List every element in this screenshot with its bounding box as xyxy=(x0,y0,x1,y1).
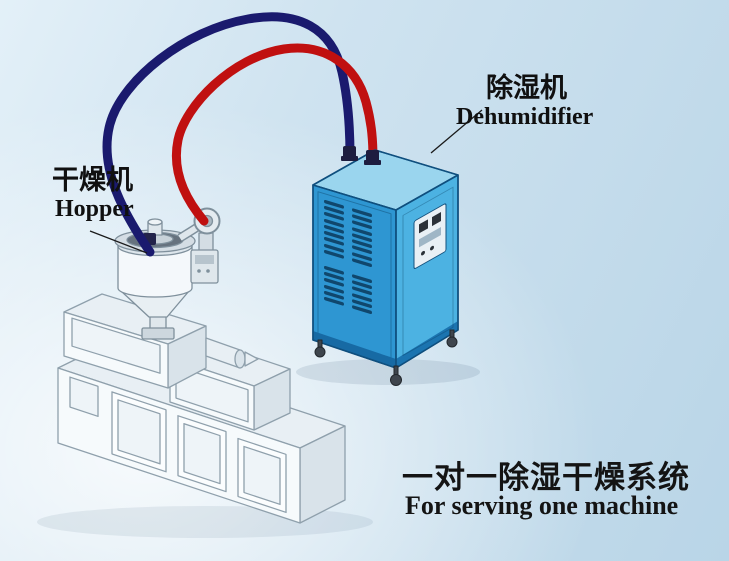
dehumidifier-leader-line xyxy=(430,109,483,154)
panel-knob xyxy=(430,245,434,251)
panel-button xyxy=(419,219,428,234)
machine-barrel-nozzle xyxy=(205,337,259,369)
dehumidifier-unit xyxy=(312,146,459,386)
hopper-flange xyxy=(141,327,175,340)
control-box-knob xyxy=(197,269,201,273)
caster-wheels xyxy=(314,329,458,386)
side-panel-group xyxy=(402,186,454,357)
hopper-control-box xyxy=(190,249,219,284)
dehumidifier-label-zh: 除湿机 xyxy=(486,73,567,103)
dehumidifier-shadow xyxy=(296,359,480,385)
hopper-leader-line xyxy=(89,230,148,254)
hopper-cap-top xyxy=(147,218,163,226)
caption-title-zh: 一对一除湿干燥系统 xyxy=(402,460,690,495)
panel-knob xyxy=(421,250,425,256)
side-kick-plate xyxy=(396,321,458,368)
pipe-connectors xyxy=(341,146,381,165)
hopper-label-zh: 干燥机 xyxy=(52,165,133,195)
panel-display xyxy=(419,227,441,248)
blower-duct xyxy=(198,232,214,252)
panel-button xyxy=(432,212,441,227)
hopper-body xyxy=(117,245,193,298)
hopper-dryer xyxy=(114,207,221,340)
pipe-return-navy xyxy=(102,12,355,257)
caption-title-en: For serving one machine xyxy=(405,491,679,520)
front-kick-plate xyxy=(313,331,396,368)
side-door-frame xyxy=(402,186,454,357)
control-box-knob xyxy=(206,269,210,273)
dehumidifier-label-en: Dehumidifier xyxy=(456,104,594,130)
pipe-supply-red xyxy=(171,43,378,226)
base-door-panels xyxy=(69,376,287,514)
extruder-machine xyxy=(57,293,346,524)
control-box-display xyxy=(195,255,214,264)
hopper-label-en: Hopper xyxy=(55,196,134,222)
leader-lines xyxy=(89,109,483,254)
